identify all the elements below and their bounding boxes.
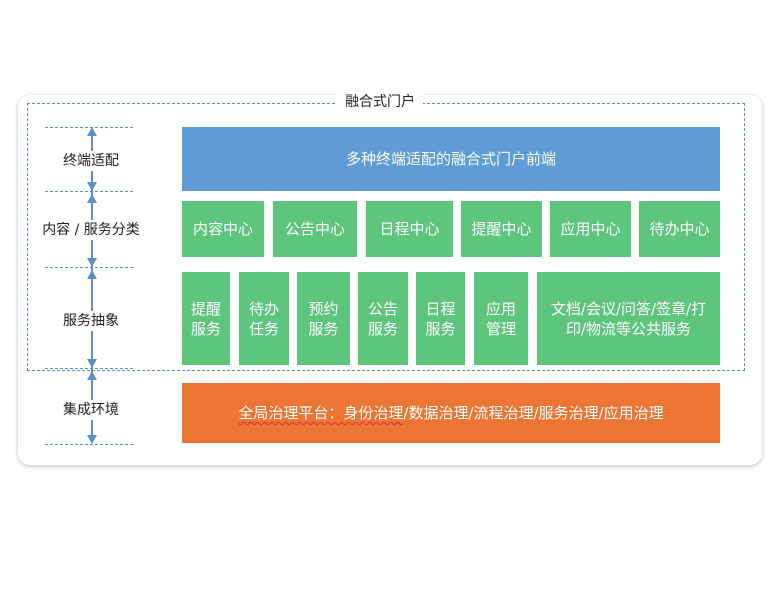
frontend-bar: 多种终端适配的融合式门户前端 xyxy=(182,127,720,191)
service-line: 待办 xyxy=(248,299,279,318)
service-line: 日程 xyxy=(425,299,456,318)
center-content: 内容中心 xyxy=(182,201,264,257)
service-line: 预约 xyxy=(308,299,339,318)
service-line: 提醒 xyxy=(190,299,221,318)
layer-label-service: 服务抽象 xyxy=(28,311,154,331)
platform-identity: 身份治理 xyxy=(343,404,404,422)
divider-3 xyxy=(45,368,133,369)
service-booking: 预约 服务 xyxy=(297,272,350,365)
arrow-down-icon xyxy=(87,182,97,191)
arrow-down-icon xyxy=(87,258,97,267)
service-line: 任务 xyxy=(248,319,279,338)
arrow-up-icon xyxy=(87,371,97,380)
arrow-up-icon xyxy=(87,270,97,279)
layer-label-integration: 集成环境 xyxy=(28,400,154,420)
service-line: 应用 xyxy=(485,299,516,318)
layer-axis xyxy=(91,130,93,442)
layer-label-terminal: 终端适配 xyxy=(28,151,154,171)
service-schedule: 日程 服务 xyxy=(416,272,465,365)
service-line: 服务 xyxy=(190,319,221,338)
platform-items: /数据治理/流程治理/服务治理/应用治理 xyxy=(403,404,664,422)
center-reminder: 提醒中心 xyxy=(461,201,542,257)
service-line: 印/物流等公共服务 xyxy=(565,319,692,338)
service-line: 服务 xyxy=(367,319,398,338)
center-todo: 待办中心 xyxy=(639,201,720,257)
service-app-management: 应用 管理 xyxy=(474,272,528,365)
divider-bottom xyxy=(45,444,133,445)
divider-2 xyxy=(45,267,133,268)
service-line: 管理 xyxy=(485,319,516,338)
arrow-down-icon xyxy=(87,435,97,444)
divider-1 xyxy=(45,191,133,192)
arrow-up-icon xyxy=(87,127,97,136)
platform-label: 全局治理平台： xyxy=(238,404,344,422)
service-line: 公告 xyxy=(367,299,398,318)
service-public: 文档/会议/问答/签章/打 印/物流等公共服务 xyxy=(537,272,720,365)
governance-platform-bar: 全局治理平台：身份治理/数据治理/流程治理/服务治理/应用治理 xyxy=(182,383,720,443)
arrow-up-icon xyxy=(87,194,97,203)
service-line: 服务 xyxy=(425,319,456,338)
portal-title: 融合式门户 xyxy=(337,93,423,111)
service-notice: 公告 服务 xyxy=(358,272,408,365)
service-line: 文档/会议/问答/签章/打 xyxy=(550,299,707,318)
service-todo: 待办 任务 xyxy=(239,272,289,365)
center-application: 应用中心 xyxy=(550,201,631,257)
center-schedule: 日程中心 xyxy=(366,201,453,257)
service-line: 服务 xyxy=(308,319,339,338)
service-reminder: 提醒 服务 xyxy=(182,272,230,365)
arrow-down-icon xyxy=(87,359,97,368)
center-notice: 公告中心 xyxy=(273,201,357,257)
layer-label-content: 内容 / 服务分类 xyxy=(28,220,154,240)
